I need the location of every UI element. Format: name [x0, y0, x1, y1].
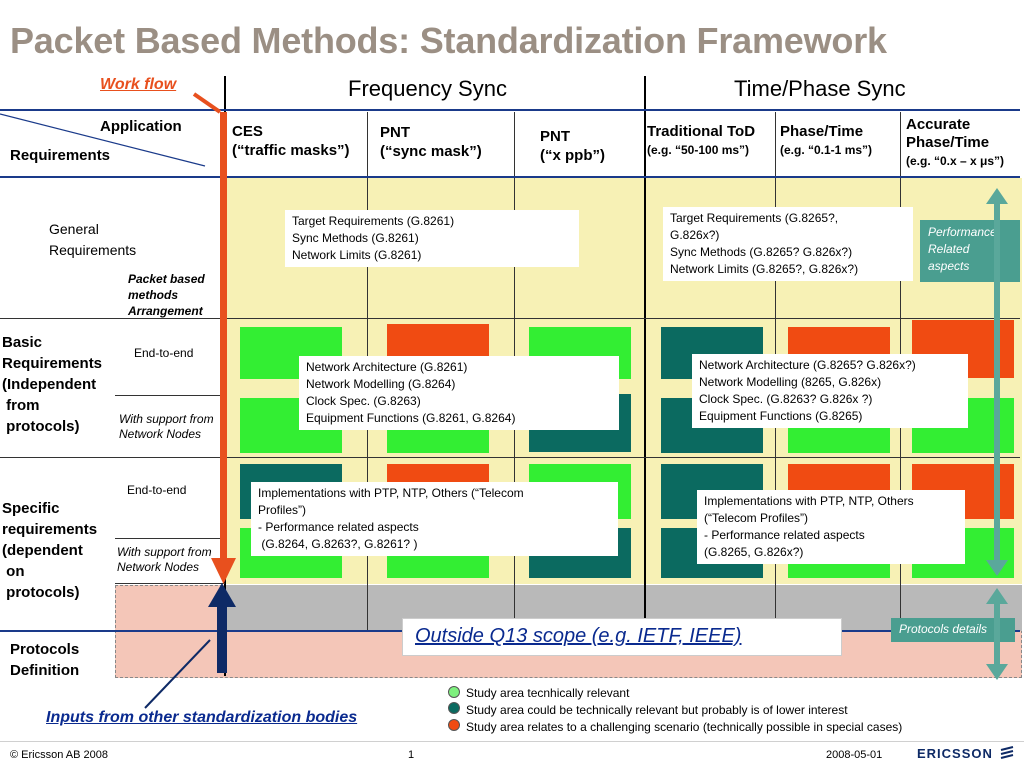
- phase-time-header: Phase/Time (e.g. “0.1-1 ms”): [780, 123, 873, 157]
- time-basic-box: Network Architecture (G.8265? G.826x?) N…: [692, 354, 968, 428]
- freq-specific-box: Implementations with PTP, NTP, Others (“…: [251, 482, 618, 556]
- specific-sub-rule: [115, 538, 225, 539]
- packet-methods-label: Packet based methods Arrangement: [128, 272, 205, 318]
- basic-sub-rule: [115, 395, 225, 396]
- pnt-sync-mask-header: PNT (“sync mask”): [380, 124, 482, 160]
- inputs-pointer: [144, 639, 211, 709]
- performance-arrow-top: [986, 188, 1008, 204]
- legend-relevant-text: Study area tecnhically relevant: [466, 686, 630, 700]
- outside-scope-text: Outside Q13 scope (e.g. IETF, IEEE): [415, 625, 742, 647]
- time-specific-box: Implementations with PTP, NTP, Others (“…: [697, 490, 965, 564]
- work-flow-pointer: [192, 92, 222, 114]
- work-flow-arrow-shaft: [220, 112, 227, 562]
- protocols-arrow-top: [986, 588, 1008, 604]
- performance-arrow-bottom: [986, 560, 1008, 576]
- ericsson-logo-text: ERICSSON: [917, 746, 993, 761]
- network-nodes-basic: With support from Network Nodes: [119, 412, 214, 441]
- footer-copyright: © Ericsson AB 2008: [10, 749, 108, 761]
- page-title: Packet Based Methods: Standardization Fr…: [10, 20, 887, 61]
- end-to-end-basic: End-to-end: [134, 346, 194, 360]
- protocols-arrow-shaft: [994, 600, 1000, 668]
- header-bottom-rule: [0, 176, 1020, 178]
- application-label: Application: [100, 118, 182, 135]
- inputs-arrow-head: [208, 583, 236, 607]
- time-general-box: Target Requirements (G.8265?, G.826x?) S…: [663, 207, 913, 281]
- basic-requirements-label: Basic Requirements (Independent from pro…: [2, 334, 103, 435]
- outside-scope-box: Outside Q13 scope (e.g. IETF, IEEE): [402, 618, 842, 656]
- ces-header: CES (“traffic masks”): [232, 123, 350, 159]
- performance-aspects-box: Performance Related aspects: [920, 220, 1020, 282]
- inputs-label: Inputs from other standardization bodies: [46, 709, 358, 726]
- network-nodes-specific: With support from Network Nodes: [117, 545, 212, 574]
- traditional-tod-header: Traditional ToD (e.g. “50-100 ms”): [647, 123, 756, 157]
- divider-middle: [644, 76, 646, 630]
- legend-lower-interest-icon: [448, 702, 460, 714]
- footer-page-number: 1: [408, 749, 415, 761]
- header-top-rule: [0, 109, 1020, 111]
- general-requirements-label: General Requirements: [49, 221, 137, 258]
- performance-arrow-shaft: [994, 200, 1000, 564]
- requirements-label: Requirements: [10, 147, 111, 164]
- freq-basic-box: Network Architecture (G.8261) Network Mo…: [299, 356, 619, 430]
- basic-rule: [0, 457, 1020, 458]
- protocols-arrow-bottom: [986, 664, 1008, 680]
- accurate-phase-time-header: Accurate Phase/Time (e.g. “0.x – x μs”): [906, 116, 1005, 168]
- ericsson-mark-icon: [1001, 746, 1014, 759]
- work-flow-label: Work flow: [100, 76, 177, 93]
- footer-date: 2008-05-01: [826, 749, 883, 761]
- header-diagonal: [0, 113, 206, 167]
- ericsson-logo: ERICSSON: [917, 745, 1014, 763]
- freq-general-box: Target Requirements (G.8261) Sync Method…: [285, 210, 579, 267]
- legend-challenging-text: Study area relates to a challenging scen…: [466, 720, 903, 734]
- end-to-end-specific: End-to-end: [127, 483, 187, 497]
- protocols-definition-label: Protocols Definition: [10, 641, 80, 679]
- frequency-sync-heading: Frequency Sync: [348, 76, 507, 101]
- legend-relevant-icon: [448, 686, 460, 698]
- pnt-ppb-header: PNT (“x ppb”): [540, 128, 605, 164]
- footer-rule: [0, 741, 1024, 742]
- legend-challenging-icon: [448, 719, 460, 731]
- general-rule: [0, 318, 1020, 319]
- inputs-arrow-shaft: [217, 605, 227, 673]
- legend-lower-interest-text: Study area could be technically relevant…: [466, 703, 848, 717]
- work-flow-arrow-head: [211, 558, 236, 584]
- specific-requirements-label: Specific requirements (dependent on prot…: [2, 500, 98, 601]
- time-phase-sync-heading: Time/Phase Sync: [734, 76, 906, 101]
- protocols-sub-rule: [115, 583, 225, 584]
